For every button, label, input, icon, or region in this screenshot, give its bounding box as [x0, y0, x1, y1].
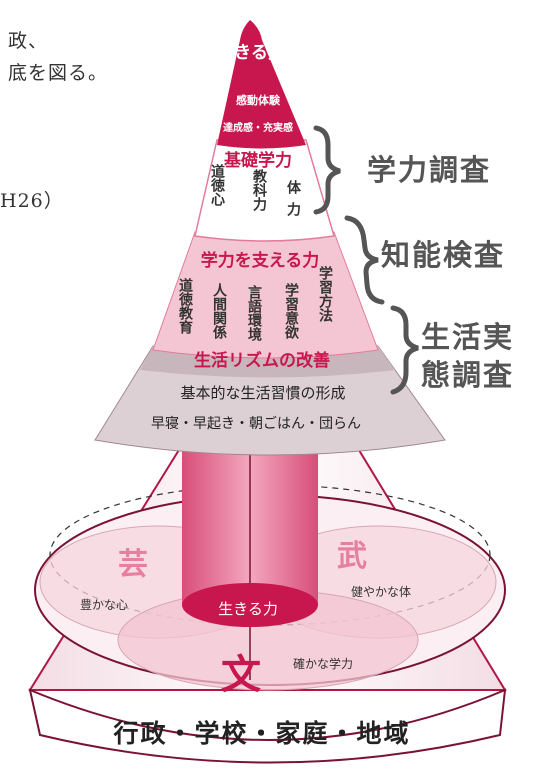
background-text-2: 底を図る。 — [8, 62, 109, 84]
apex-title: 生きる力 — [217, 42, 285, 63]
bottom-band-text: 行政・学校・家庭・地域 — [112, 719, 410, 748]
survey-intelligence: 知能検査 — [381, 238, 506, 272]
supporting-item-method: 学習方法 — [317, 265, 333, 323]
lifestyle-line1: 基本的な生活習慣の形成 — [180, 384, 345, 402]
label-body: 健やかな体 — [351, 585, 411, 599]
background-text-1: 政、 — [8, 30, 49, 52]
bottom-band — [28, 688, 507, 764]
basic-skill-physical: 体力 — [285, 179, 301, 224]
supporting-item-relations: 人間関係 — [211, 282, 227, 340]
lifestyle-line2: 早寝・早起き・朝ごはん・団らん — [151, 415, 361, 432]
label-bu: 武 — [337, 539, 367, 574]
brace-academic — [313, 125, 341, 215]
label-heart: 豊かな心 — [80, 598, 128, 612]
supporting-title: 学力を支える力 — [201, 250, 320, 271]
survey-lifestyle-line2: 態調査 — [421, 358, 515, 392]
label-gei: 芸 — [118, 547, 148, 582]
layer-supporting — [152, 231, 379, 359]
background-text-3: H26） — [0, 190, 64, 212]
layer-basic-skills — [194, 139, 335, 242]
survey-academic: 学力調査 — [367, 153, 492, 187]
layer-apex — [217, 20, 306, 149]
label-bun: 文 — [221, 652, 261, 698]
label-center-ikiru: 生きる力 — [218, 600, 278, 618]
supporting-item-language: 言語環境 — [246, 284, 262, 342]
basic-skills-title: 基礎学力 — [223, 150, 292, 171]
apex-sub2: 達成感・充実感 — [223, 121, 293, 134]
apex-sub1: 感動体験 — [236, 93, 281, 107]
center-ellipse — [182, 583, 318, 627]
supporting-item-motivation: 学習意欲 — [283, 282, 300, 340]
label-learning: 確かな学力 — [293, 656, 353, 671]
basic-skill-subjects: 教科力 — [251, 168, 267, 212]
brace-lifestyle — [390, 305, 419, 395]
survey-lifestyle-line1: 生活実 — [421, 320, 515, 354]
basic-skill-moral: 道徳心 — [209, 163, 226, 207]
supporting-item-moral-ed: 道徳教育 — [177, 277, 194, 335]
lifestyle-title: 生活リズムの改善 — [194, 350, 330, 371]
brace-intelligence — [344, 215, 385, 305]
